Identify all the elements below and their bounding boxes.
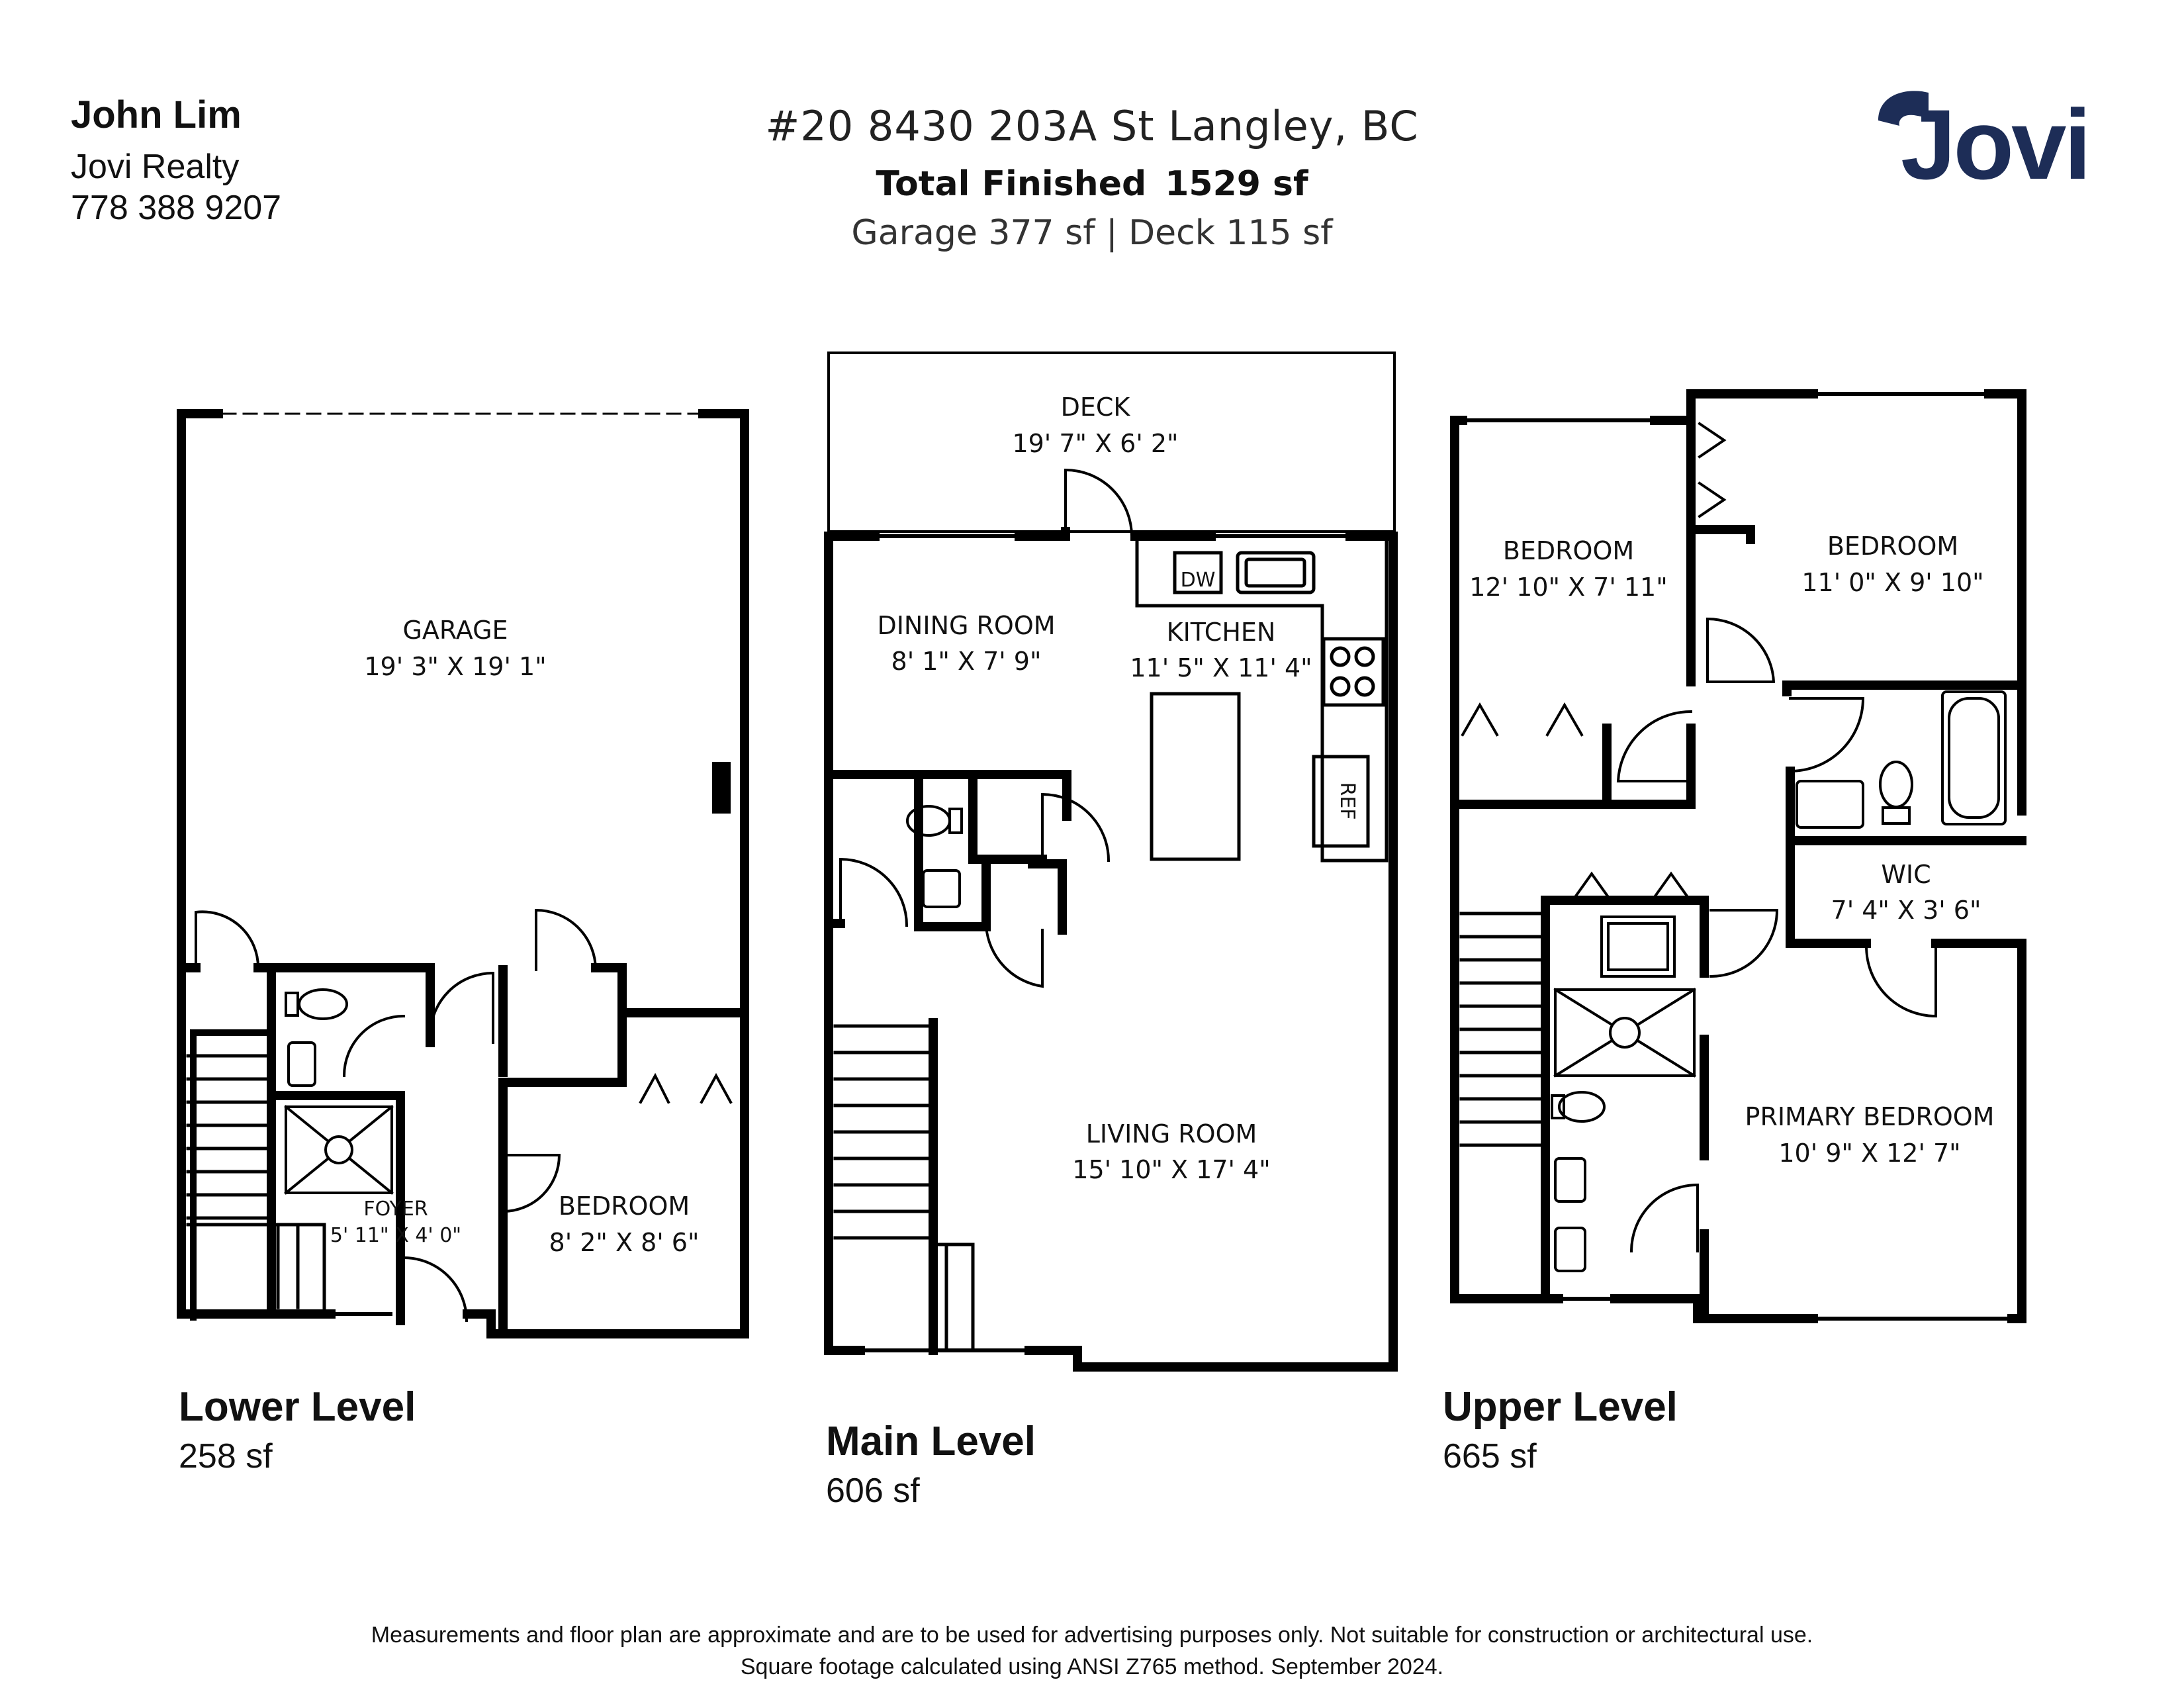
upper-level-plan bbox=[1450, 389, 2026, 1323]
disclaimer: Measurements and floor plan are approxim… bbox=[0, 1619, 2184, 1683]
upper-bedroom-left-label: BEDROOM bbox=[1503, 536, 1634, 565]
lower-level-name: Lower Level bbox=[179, 1384, 416, 1430]
lower-level-area: 258 sf bbox=[179, 1437, 273, 1476]
primary-bedroom-dims: 10' 9" X 12' 7" bbox=[1778, 1139, 1960, 1168]
primary-bedroom-label: PRIMARY BEDROOM bbox=[1745, 1102, 1995, 1131]
property-address: #20 8430 203A St Langley, BC bbox=[765, 102, 1419, 150]
total-finished: Total Finished 1529 sf bbox=[0, 164, 2184, 204]
upper-bedroom-left-dims: 12' 10" X 7' 11" bbox=[1469, 573, 1667, 602]
main-level-plan bbox=[824, 352, 1398, 1372]
total-value: 1529 sf bbox=[1165, 164, 1308, 204]
garage-label: GARAGE bbox=[402, 616, 508, 645]
lower-bedroom-label: BEDROOM bbox=[559, 1192, 690, 1221]
fridge-label: REF bbox=[1336, 782, 1359, 820]
living-label: LIVING ROOM bbox=[1086, 1119, 1257, 1149]
agent-name: John Lim bbox=[71, 93, 242, 136]
garage-deck-areas: Garage 377 sf | Deck 115 sf bbox=[851, 213, 1333, 253]
kitchen-label: KITCHEN bbox=[1167, 618, 1276, 647]
wic-label: WIC bbox=[1881, 860, 1931, 889]
deck-label: DECK bbox=[1061, 393, 1131, 422]
jovi-logo: Jovi bbox=[1878, 89, 2091, 192]
dining-dims: 8' 1" X 7' 9" bbox=[891, 647, 1042, 676]
room-labels: GARAGE 19' 3" X 19' 1" BEDROOM 8' 2" X 8… bbox=[330, 393, 1995, 1257]
wic-dims: 7' 4" X 3' 6" bbox=[1831, 896, 1981, 925]
garage-dims: 19' 3" X 19' 1" bbox=[364, 652, 546, 681]
main-level-area: 606 sf bbox=[826, 1472, 920, 1510]
upper-level-name: Upper Level bbox=[1443, 1384, 1678, 1430]
lower-level-plan bbox=[177, 409, 749, 1338]
dishwasher-label: DW bbox=[1181, 569, 1216, 592]
lower-bedroom-dims: 8' 2" X 8' 6" bbox=[549, 1228, 700, 1257]
upper-level-area: 665 sf bbox=[1443, 1437, 1537, 1476]
upper-bedroom-right-label: BEDROOM bbox=[1827, 532, 1958, 561]
deck-dims: 19' 7" X 6' 2" bbox=[1012, 429, 1178, 458]
disclaimer-line-1: Measurements and floor plan are approxim… bbox=[371, 1622, 1813, 1648]
disclaimer-line-2: Square footage calculated using ANSI Z76… bbox=[740, 1654, 1444, 1679]
logo-mark-icon bbox=[1878, 91, 1929, 126]
agent-company: Jovi Realty bbox=[71, 148, 240, 186]
foyer-label: FOYER bbox=[363, 1197, 428, 1221]
upper-bedroom-right-dims: 11' 0" X 9' 10" bbox=[1801, 568, 1983, 597]
logo-text: Jovi bbox=[1901, 89, 2089, 192]
kitchen-dims: 11' 5" X 11' 4" bbox=[1130, 653, 1312, 682]
total-label: Total Finished bbox=[876, 164, 1147, 204]
agent-phone: 778 388 9207 bbox=[71, 189, 282, 227]
living-dims: 15' 10" X 17' 4" bbox=[1072, 1155, 1270, 1184]
dining-label: DINING ROOM bbox=[877, 611, 1055, 640]
foyer-dims: 5' 11" X 4' 0" bbox=[330, 1224, 461, 1247]
main-level-name: Main Level bbox=[826, 1419, 1036, 1464]
